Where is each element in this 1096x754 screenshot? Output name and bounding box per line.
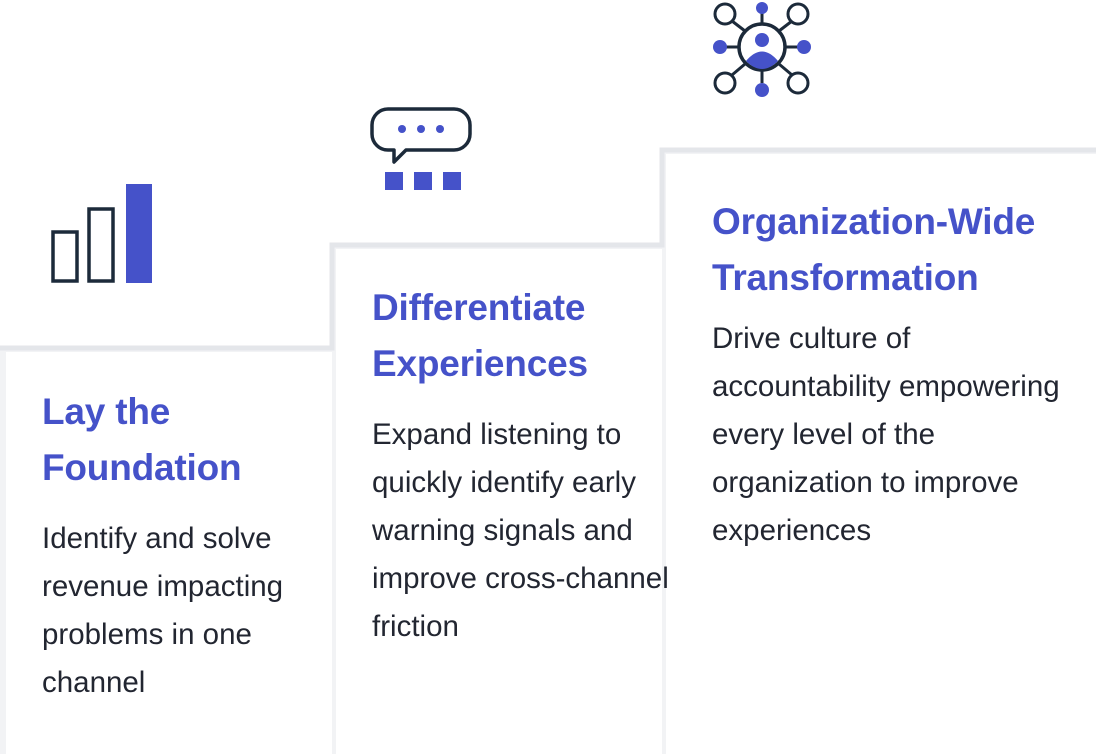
node-filled <box>755 83 769 97</box>
block <box>414 172 432 190</box>
node-outline <box>786 2 810 26</box>
stage-description: Drive culture of accountability empoweri… <box>712 322 1060 547</box>
node-filled <box>756 2 768 14</box>
bubble-outline <box>370 107 472 164</box>
bar-medium <box>87 207 115 283</box>
stage-description: Identify and solve revenue impacting pro… <box>42 522 284 699</box>
stage3-panel <box>666 154 1096 754</box>
bar-short <box>51 230 79 283</box>
dot <box>436 125 444 133</box>
stage2-panel <box>336 249 662 754</box>
block <box>443 172 461 190</box>
node-outline <box>786 71 810 95</box>
stage-title: Lay the Foundation <box>42 391 242 488</box>
stage1-panel <box>6 352 332 754</box>
node-filled <box>713 40 727 54</box>
block <box>385 172 403 190</box>
chat-bubble-icon <box>370 107 472 190</box>
node-filled <box>797 40 811 54</box>
staircase-edge <box>0 147 1096 351</box>
node-outline <box>713 71 737 95</box>
dot <box>417 125 425 133</box>
person-head <box>755 33 769 47</box>
bar-tall <box>126 184 152 283</box>
stage-title: Organization-Wide Transformation <box>712 201 1036 298</box>
stage-title: Differentiate Experiences <box>372 287 588 384</box>
node-outline <box>713 2 737 26</box>
bar-chart-icon <box>51 184 152 283</box>
network-hub-icon <box>713 2 811 97</box>
stage-description: Expand listening to quickly identify ear… <box>372 418 669 643</box>
dot <box>398 125 406 133</box>
person-body <box>746 51 778 69</box>
